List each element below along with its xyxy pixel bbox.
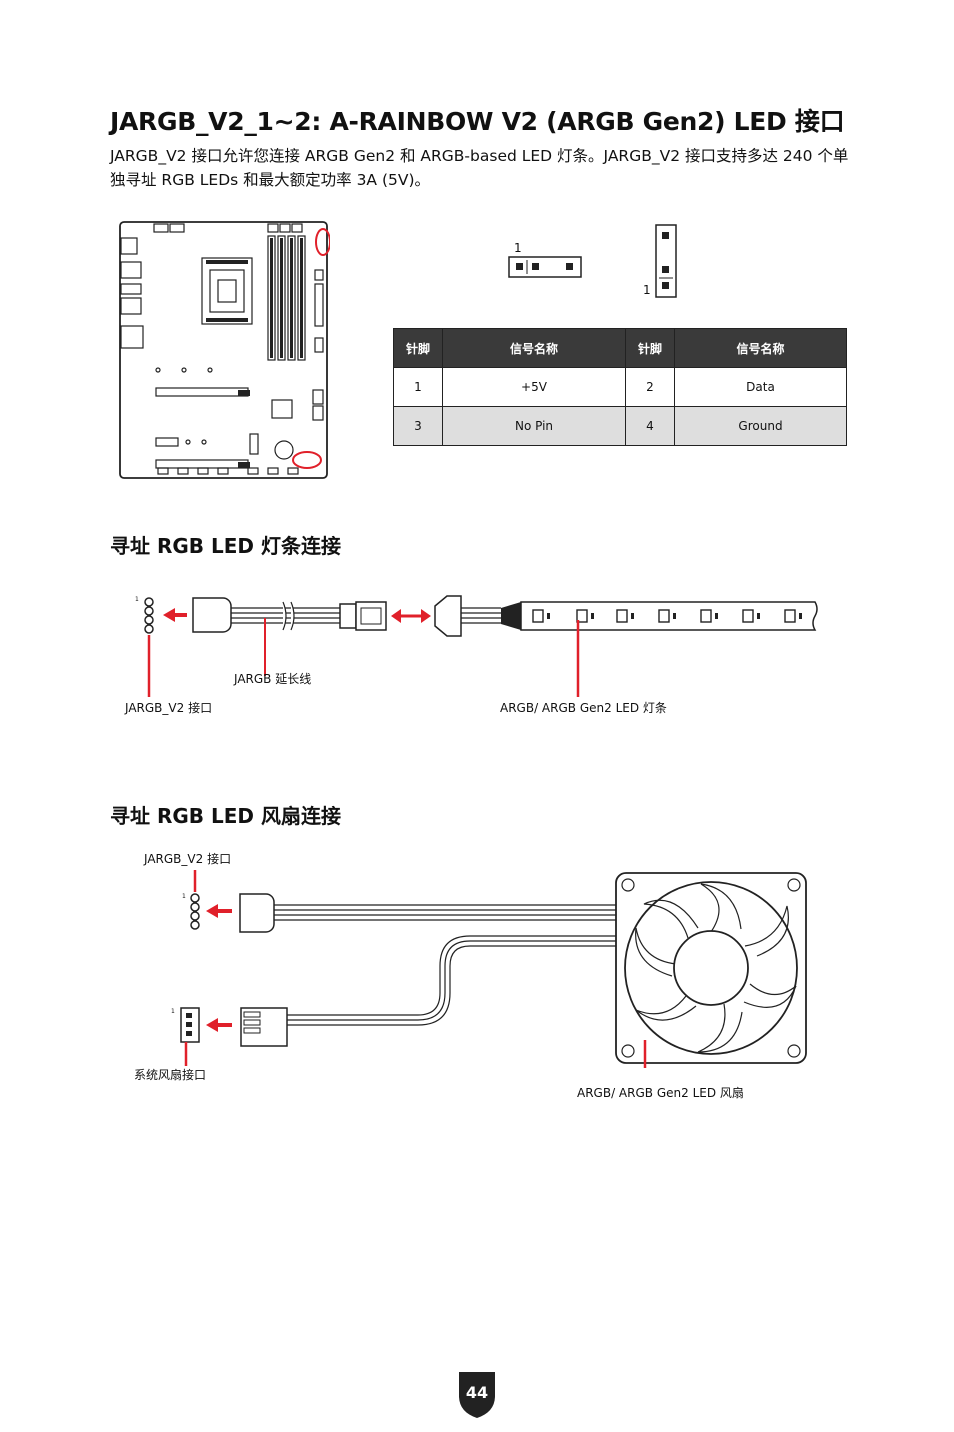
section-heading-fan: 寻址 RGB LED 风扇连接 xyxy=(110,804,341,828)
horizontal-header-diagram xyxy=(508,256,582,278)
extension-cable-label: JARGB 延长线 xyxy=(234,672,312,686)
system-fan-header-label: 系统风扇接口 xyxy=(134,1068,207,1082)
led-strip-connection-diagram xyxy=(144,595,818,697)
table-header-cell: 信号名称 xyxy=(674,328,847,368)
table-row: 3 No Pin 4 Ground xyxy=(393,406,847,446)
page-title: JARGB_V2_1~2: A-RAINBOW V2 (ARGB Gen2) L… xyxy=(110,107,845,136)
table-cell: +5V xyxy=(442,367,626,407)
table-cell: Ground xyxy=(674,406,847,446)
table-header-row: 针脚 信号名称 针脚 信号名称 xyxy=(393,328,847,368)
intro-paragraph: JARGB_V2 接口允许您连接 ARGB Gen2 和 ARGB-based … xyxy=(110,147,849,189)
page-number-badge xyxy=(459,1372,495,1418)
table-header-cell: 针脚 xyxy=(393,328,443,368)
table-cell: 3 xyxy=(393,406,443,446)
strip-header-label: JARGB_V2 接口 xyxy=(125,701,213,715)
table-header-cell: 针脚 xyxy=(625,328,675,368)
fan-header-pin1-label: 1 xyxy=(171,1008,175,1015)
pin1-label-vertical: 1 xyxy=(643,283,651,297)
pin-definition-table: 针脚 信号名称 针脚 信号名称 1 +5V 2 Data 3 No Pin 4 … xyxy=(393,328,847,446)
vertical-header-diagram xyxy=(655,224,677,298)
led-fan-label: ARGB/ ARGB Gen2 LED 风扇 xyxy=(577,1086,744,1100)
strip-pin1-label: 1 xyxy=(135,596,139,603)
table-cell: 1 xyxy=(393,367,443,407)
led-strip-label: ARGB/ ARGB Gen2 LED 灯条 xyxy=(500,701,667,715)
table-cell: No Pin xyxy=(442,406,626,446)
table-cell: Data xyxy=(674,367,847,407)
led-fan-connection-diagram xyxy=(180,870,807,1068)
section-heading-strip: 寻址 RGB LED 灯条连接 xyxy=(110,534,341,558)
fan-argb-pin1-label: 1 xyxy=(182,893,186,900)
fan-argb-header-label: JARGB_V2 接口 xyxy=(144,852,232,866)
page-number: 44 xyxy=(465,1383,489,1402)
table-cell: 4 xyxy=(625,406,675,446)
table-header-cell: 信号名称 xyxy=(442,328,626,368)
pin1-label-horizontal: 1 xyxy=(514,241,522,255)
motherboard-diagram xyxy=(119,221,330,479)
table-cell: 2 xyxy=(625,367,675,407)
table-row: 1 +5V 2 Data xyxy=(393,367,847,407)
